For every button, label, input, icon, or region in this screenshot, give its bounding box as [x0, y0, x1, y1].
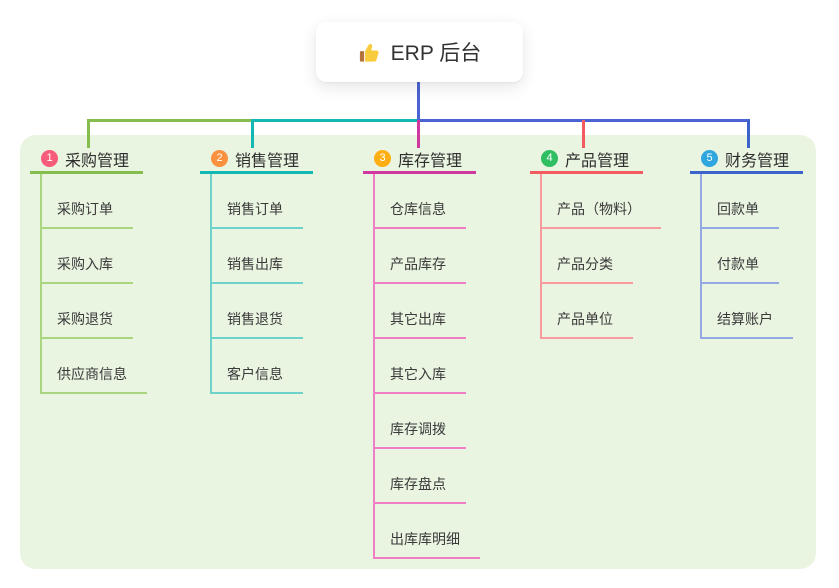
branch-title-label: 财务管理: [725, 152, 790, 170]
branch-badge: 3: [374, 150, 391, 167]
branch-items: 销售订单销售出库销售退货客户信息: [210, 174, 303, 394]
mindmap-item[interactable]: 仓库信息: [375, 174, 466, 229]
branch: 1 采购管理 采购订单采购入库采购退货供应商信息: [30, 146, 147, 394]
mindmap-item[interactable]: 产品库存: [375, 229, 466, 284]
branch-title-label: 采购管理: [65, 152, 130, 170]
branch-items: 采购订单采购入库采购退货供应商信息: [40, 174, 147, 394]
mindmap-item[interactable]: 供应商信息: [42, 339, 147, 394]
branch-badge: 2: [211, 150, 228, 167]
connector-rail-mid: [251, 119, 419, 122]
branch-items: 回款单付款单结算账户: [700, 174, 793, 339]
connector-root-stub: [417, 82, 420, 120]
mindmap-item[interactable]: 产品（物料）: [542, 174, 661, 229]
mindmap-item[interactable]: 客户信息: [212, 339, 303, 394]
connector-rail-left: [87, 119, 253, 122]
mindmap-item[interactable]: 库存盘点: [375, 449, 466, 504]
branch-items: 产品（物料）产品分类产品单位: [540, 174, 661, 339]
branch-title-label: 产品管理: [565, 152, 630, 170]
mindmap-item[interactable]: 结算账户: [702, 284, 793, 339]
branch: 4 产品管理 产品（物料）产品分类产品单位: [530, 146, 661, 339]
mindmap-item[interactable]: 回款单: [702, 174, 779, 229]
branch-badge: 5: [701, 150, 718, 167]
mindmap-item[interactable]: 其它出库: [375, 284, 466, 339]
thumbs-up-icon: [358, 41, 381, 64]
root-node[interactable]: ERP 后台: [316, 22, 523, 82]
branch: 3 库存管理 仓库信息产品库存其它出库其它入库库存调拨库存盘点出库库明细: [363, 146, 480, 559]
connector-branch-drop: [87, 120, 90, 148]
connector-branch-drop: [417, 120, 420, 148]
connector-branch-drop: [747, 120, 750, 148]
branch-title[interactable]: 2 销售管理: [200, 146, 313, 174]
mindmap-item[interactable]: 采购入库: [42, 229, 133, 284]
branch-title-label: 库存管理: [398, 152, 463, 170]
mindmap-item[interactable]: 付款单: [702, 229, 779, 284]
mindmap-item[interactable]: 采购退货: [42, 284, 133, 339]
branch-badge: 1: [41, 150, 58, 167]
branch-badge: 4: [541, 150, 558, 167]
mindmap-item[interactable]: 库存调拨: [375, 394, 466, 449]
branch-title[interactable]: 3 库存管理: [363, 146, 476, 174]
mindmap-item[interactable]: 销售出库: [212, 229, 303, 284]
branch-title[interactable]: 4 产品管理: [530, 146, 643, 174]
branch: 2 销售管理 销售订单销售出库销售退货客户信息: [200, 146, 313, 394]
mindmap-item[interactable]: 出库库明细: [375, 504, 480, 559]
mindmap-item[interactable]: 产品分类: [542, 229, 633, 284]
mindmap-item[interactable]: 销售订单: [212, 174, 303, 229]
branch-title[interactable]: 5 财务管理: [690, 146, 803, 174]
connector-branch-drop: [251, 120, 254, 148]
mindmap-item[interactable]: 产品单位: [542, 284, 633, 339]
branch: 5 财务管理 回款单付款单结算账户: [690, 146, 803, 339]
connector-branch-drop: [582, 120, 585, 148]
branch-title-label: 销售管理: [235, 152, 300, 170]
mindmap-item[interactable]: 采购订单: [42, 174, 133, 229]
root-title: ERP 后台: [390, 42, 482, 65]
branch-items: 仓库信息产品库存其它出库其它入库库存调拨库存盘点出库库明细: [373, 174, 480, 559]
mindmap-item[interactable]: 其它入库: [375, 339, 466, 394]
branch-title[interactable]: 1 采购管理: [30, 146, 143, 174]
branches-panel: [20, 135, 816, 569]
mindmap-item[interactable]: 销售退货: [212, 284, 303, 339]
